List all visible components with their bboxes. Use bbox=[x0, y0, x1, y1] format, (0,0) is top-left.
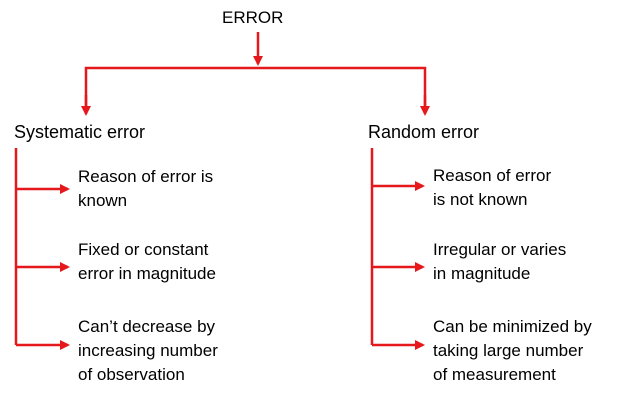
random-item-3: Can be minimized by taking large number … bbox=[433, 317, 592, 384]
root-label: ERROR bbox=[222, 8, 284, 27]
random-item-2: Irregular or varies in magnitude bbox=[433, 240, 567, 283]
random-item-1: Reason of error is not known bbox=[433, 166, 552, 209]
branch-title-random: Random error bbox=[368, 122, 480, 142]
top-bar-connector bbox=[84, 66, 427, 112]
systematic-item-3: Can’t decrease by increasing number of o… bbox=[78, 317, 218, 384]
systematic-item-1: Reason of error is known bbox=[78, 167, 214, 210]
branch-title-systematic: Systematic error bbox=[14, 122, 146, 142]
systematic-item-2: Fixed or constant error in magnitude bbox=[78, 240, 216, 283]
